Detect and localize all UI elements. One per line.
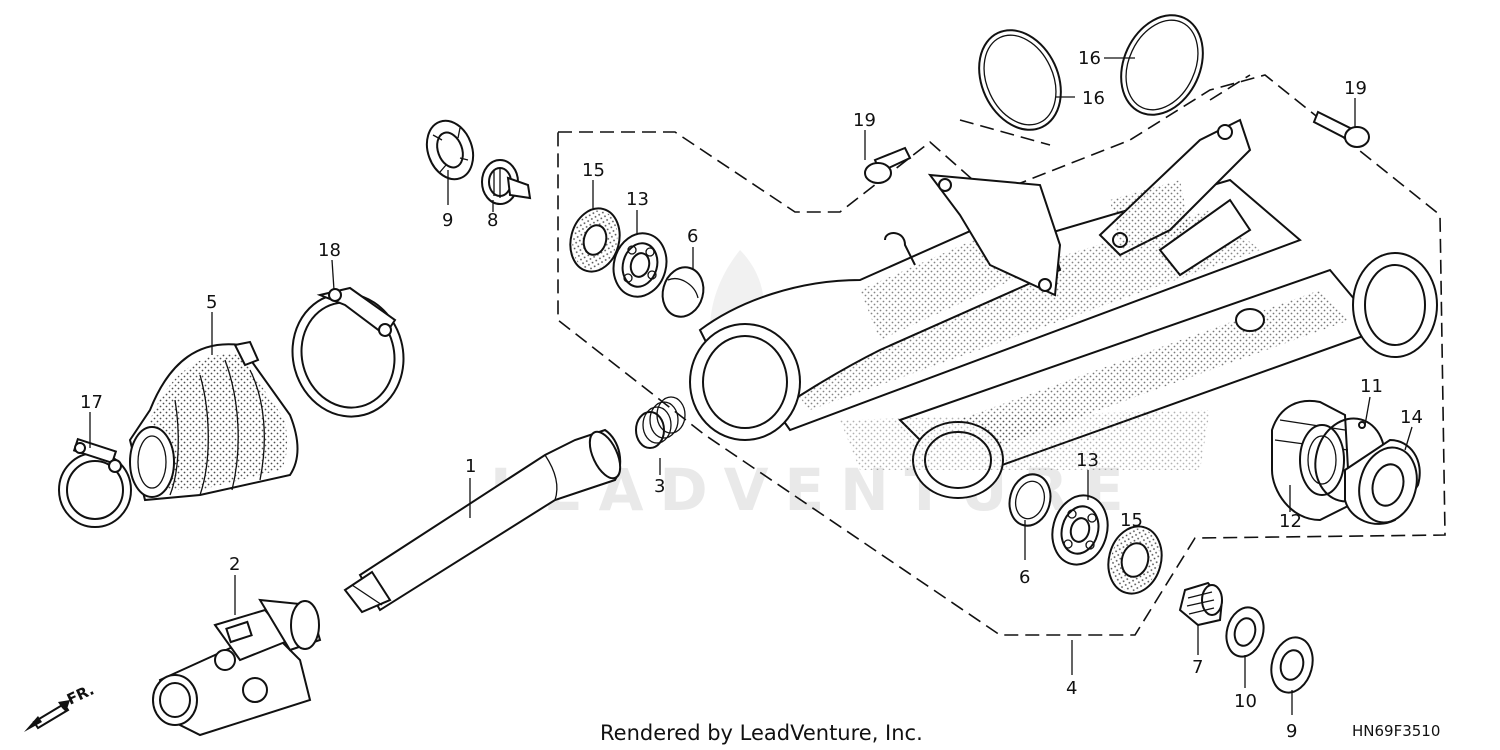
- arrow-down-left-icon: [24, 700, 70, 732]
- pivot-boot: [1271, 400, 1352, 522]
- callout-14: 14: [1400, 407, 1423, 428]
- callout-5: 5: [206, 292, 217, 313]
- front-direction-indicator: FR.: [24, 681, 97, 732]
- lock-nut-bottom: [1270, 636, 1314, 694]
- callout-19-right: 19: [1344, 78, 1367, 99]
- callout-6-bottom: 6: [1019, 567, 1030, 588]
- diagram-code: HN69F3510: [1352, 722, 1440, 740]
- callout-8: 8: [487, 210, 498, 231]
- o-ring-right: [1120, 14, 1204, 116]
- adjusting-bolt: [481, 159, 532, 205]
- callout-17: 17: [80, 392, 103, 413]
- flange-bolt-left: [864, 146, 912, 184]
- adjusting-bolt-lower: [1178, 581, 1224, 627]
- callout-13-bottom: 13: [1076, 450, 1099, 471]
- drive-shaft: [343, 428, 622, 614]
- oil-seal-bottom: [1107, 525, 1163, 595]
- callout-16-bottom: 16: [1082, 88, 1105, 109]
- o-ring-left: [978, 29, 1062, 131]
- callout-10: 10: [1234, 691, 1257, 712]
- callout-18: 18: [318, 240, 341, 261]
- universal-joint: [152, 598, 322, 737]
- callout-1: 1: [465, 456, 476, 477]
- callout-11: 11: [1360, 376, 1383, 397]
- callout-4: 4: [1066, 678, 1077, 699]
- callout-numbers: 1 2 3 4 5 6 6 7 8 9 9 10 11 12 13 13 14 …: [80, 48, 1423, 742]
- callout-2: 2: [229, 554, 240, 575]
- callout-3: 3: [654, 476, 665, 497]
- bearing-top: [612, 232, 668, 298]
- callout-7: 7: [1192, 657, 1203, 678]
- callout-19-left: 19: [853, 110, 876, 131]
- boot: [128, 340, 299, 502]
- callout-12: 12: [1279, 511, 1302, 532]
- leader-lines: [89, 57, 1413, 715]
- oil-seal-top: [569, 207, 621, 273]
- swingarm: [689, 118, 1438, 499]
- direction-label: FR.: [64, 681, 97, 709]
- pivot-cap: [1344, 438, 1421, 525]
- spring: [635, 396, 686, 449]
- assembly-boundary: [557, 74, 1446, 636]
- cap-top: [661, 266, 705, 318]
- lock-washer: [1225, 606, 1265, 658]
- callout-6-top: 6: [687, 226, 698, 247]
- callout-16-top: 16: [1078, 48, 1101, 69]
- lock-nut-top: [425, 119, 475, 181]
- cap-bottom: [1008, 473, 1052, 527]
- bearing-bottom: [1051, 494, 1109, 566]
- callout-15-top: 15: [582, 160, 605, 181]
- credit-text: Rendered by LeadVenture, Inc.: [600, 721, 923, 745]
- callout-9-bottom: 9: [1286, 721, 1297, 742]
- callout-15-bottom: 15: [1120, 510, 1143, 531]
- large-band-clamp: [291, 286, 405, 418]
- small-band-clamp: [58, 437, 132, 528]
- flange-bolt-right: [1312, 110, 1370, 148]
- callout-9-top: 9: [442, 210, 453, 231]
- callout-13-top: 13: [626, 189, 649, 210]
